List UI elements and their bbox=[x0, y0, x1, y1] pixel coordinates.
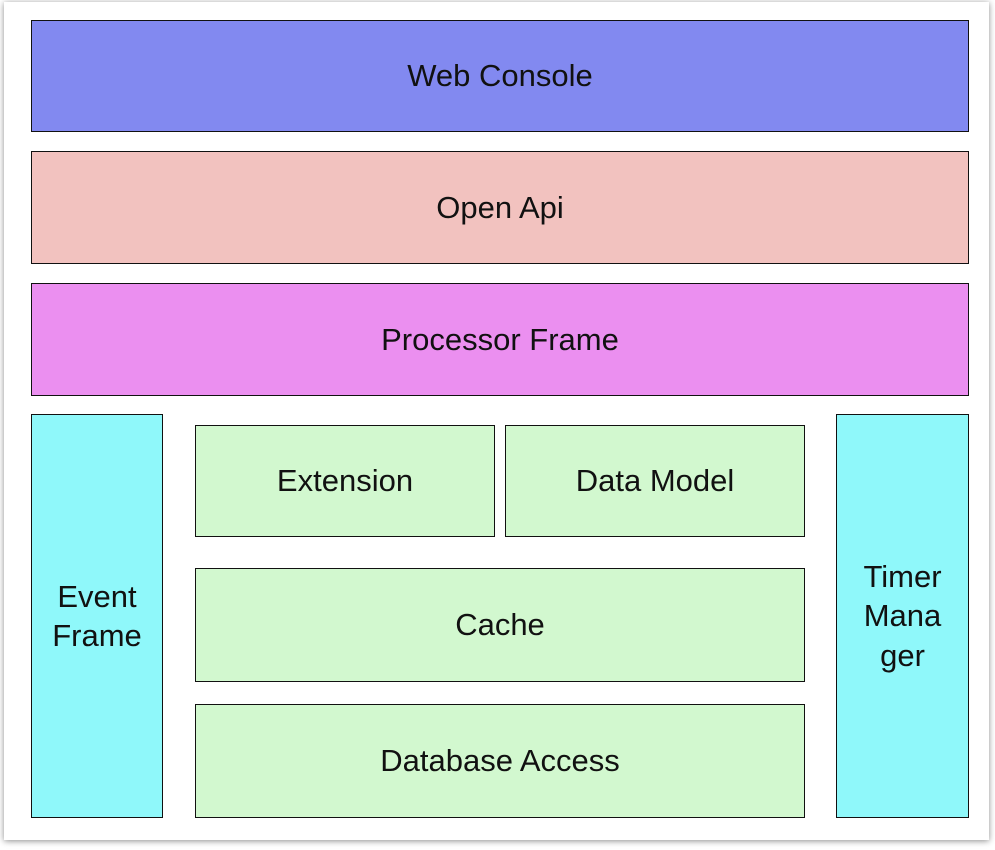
open-api-layer: Open Api bbox=[31, 151, 969, 264]
open-api-label: Open Api bbox=[436, 189, 564, 225]
timer-manager-label: Timer Mana ger bbox=[863, 558, 942, 673]
extension-block: Extension bbox=[195, 425, 495, 537]
processor-frame-label: Processor Frame bbox=[381, 321, 619, 357]
cache-label: Cache bbox=[455, 607, 545, 643]
data-model-label: Data Model bbox=[575, 463, 735, 499]
web-console-label: Web Console bbox=[407, 58, 593, 94]
extension-label: Extension bbox=[276, 463, 414, 499]
database-access-block: Database Access bbox=[195, 704, 805, 818]
cache-block: Cache bbox=[195, 568, 805, 682]
data-model-block: Data Model bbox=[505, 425, 805, 537]
database-access-label: Database Access bbox=[380, 743, 620, 779]
timer-manager-block: Timer Mana ger bbox=[836, 414, 969, 818]
event-frame-label: Event Frame bbox=[52, 578, 142, 653]
diagram-frame bbox=[4, 2, 989, 840]
event-frame-block: Event Frame bbox=[31, 414, 163, 818]
processor-frame-layer: Processor Frame bbox=[31, 283, 969, 396]
web-console-layer: Web Console bbox=[31, 20, 969, 132]
